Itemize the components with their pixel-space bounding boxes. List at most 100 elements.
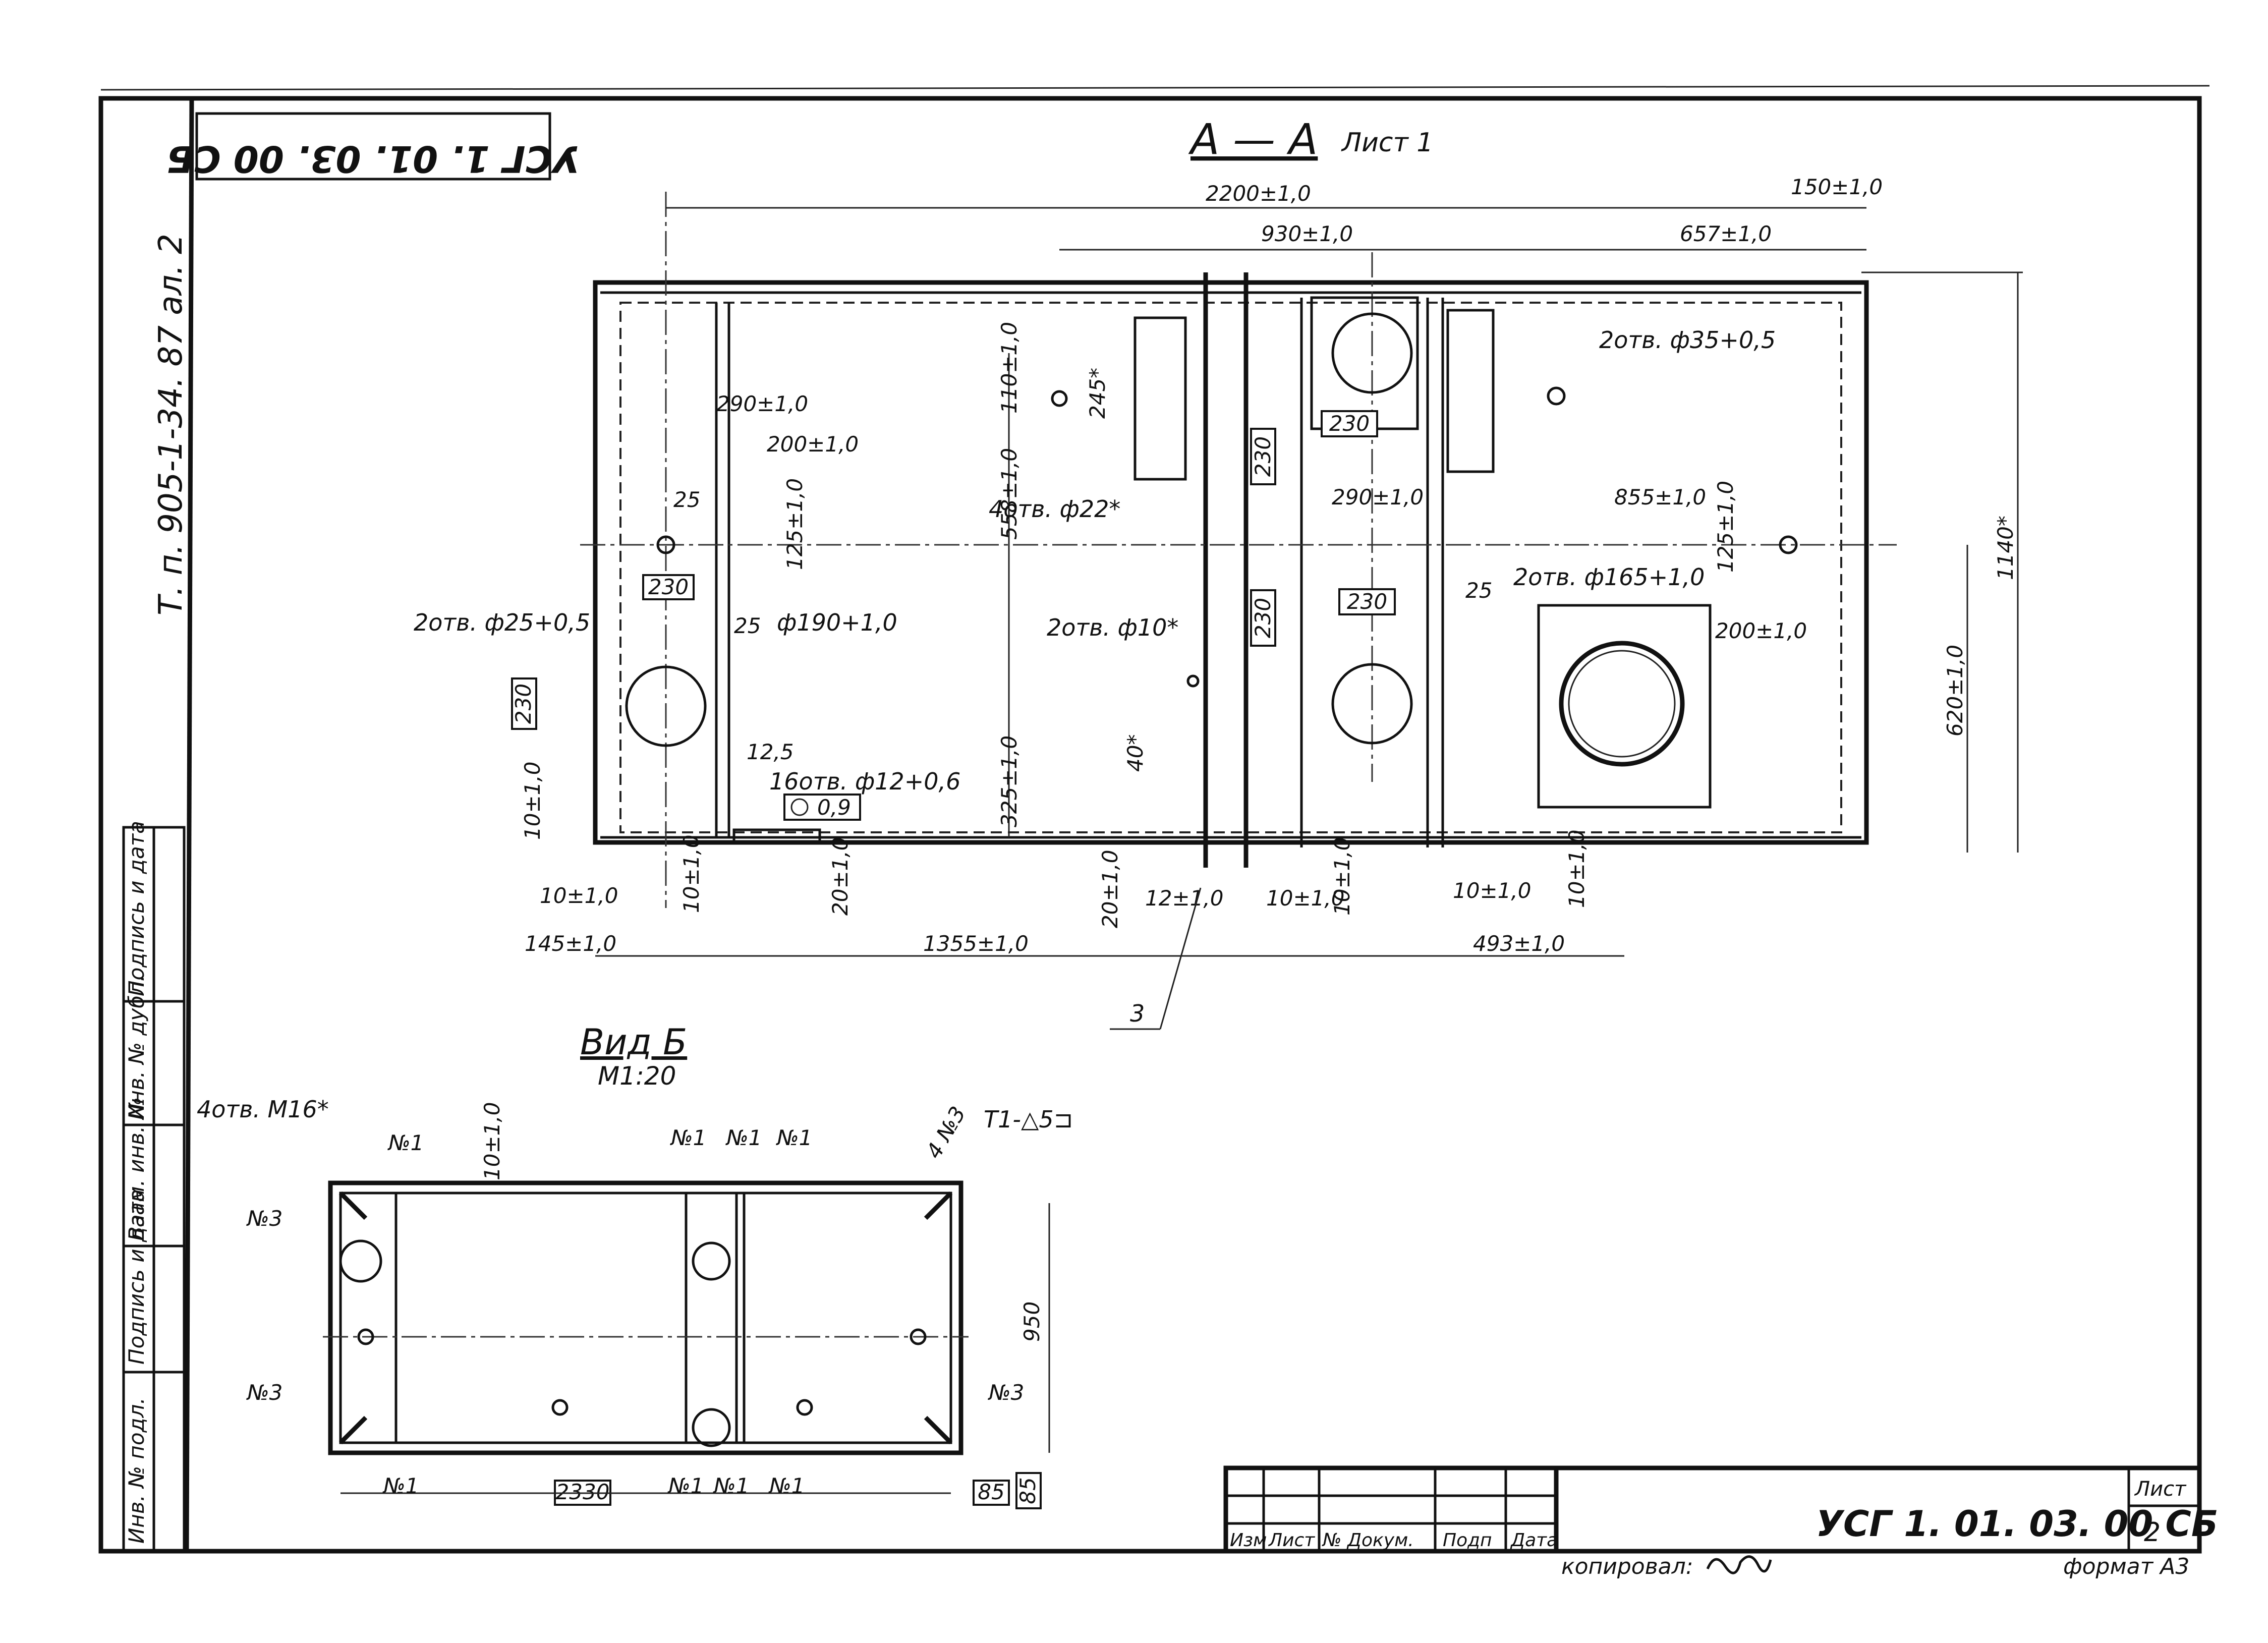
radius-25-a: 25 <box>673 487 700 512</box>
top-edge-line <box>100 85 2210 91</box>
note-m16: 4отв. М16* <box>197 1096 329 1123</box>
dim-12: 12±1,0 <box>1145 886 1223 911</box>
dim-20-a: 20±1,0 <box>828 837 853 916</box>
bracket-box-top <box>1310 296 1419 430</box>
box-230-e-text: 230 <box>1251 436 1275 477</box>
box-230-d-text: 230 <box>1347 589 1387 614</box>
box-230-c <box>1321 410 1378 437</box>
dim-110: 110±1,0 <box>997 322 1022 414</box>
dim-10-g: 10±1,0 <box>1564 830 1589 908</box>
hole-35b <box>1779 535 1798 554</box>
side-reference: Т. п. 905-1-34. 87 ал. 2 <box>152 234 190 615</box>
radius-12-5: 12,5 <box>747 740 794 764</box>
mark-n1-b: №1 <box>670 1125 706 1150</box>
strip-label-1: Инв. № подл. <box>124 1397 149 1544</box>
hole-22 <box>1051 390 1068 407</box>
radius-25-b: 25 <box>734 613 761 638</box>
callout-3: 3 <box>1130 1000 1145 1027</box>
hole-165-top <box>1331 312 1413 394</box>
section-a-a: А — А Лист 1 230 230 230 <box>414 115 2023 1030</box>
dim-20-b: 20±1,0 <box>1098 850 1122 928</box>
tb-col-podp: Подп <box>1443 1530 1492 1551</box>
strip-label-4: Инв. № дубл. <box>124 975 149 1120</box>
title-block: Изм Лист № Докум. Подп Дата УСГ 1. 01. 0… <box>1223 1465 2218 1579</box>
mark-n1-c: №1 <box>725 1125 762 1150</box>
dim-10-e: 10±1,0 <box>1330 837 1354 916</box>
hole-25-left <box>656 535 675 554</box>
box-230-b-text: 230 <box>511 684 536 724</box>
bottom-strip <box>732 828 821 844</box>
dim-10-f: 10±1,0 <box>1453 878 1531 903</box>
strip-label-3: Взам. инв. № <box>124 1097 149 1241</box>
mark-n1-f: №1 <box>667 1474 704 1498</box>
strip-label-2: Подпись и дата <box>124 1189 149 1365</box>
box-230-c-text: 230 <box>1329 411 1370 436</box>
dim-40: 40* <box>1123 734 1148 772</box>
box-230-b <box>511 677 537 730</box>
frame-inner-dashed <box>619 302 1842 833</box>
dim-145: 145±1,0 <box>525 931 616 956</box>
dim-10-c: 10±1,0 <box>679 835 704 913</box>
tb-col-doc: № Докум. <box>1322 1530 1414 1551</box>
mark-n4-n3: 4 №3 <box>921 1102 971 1163</box>
tb-col-list: Лист <box>1268 1530 1315 1551</box>
dim-290-a: 290±1,0 <box>716 391 808 416</box>
hole-190-left <box>625 665 707 747</box>
dim-493: 493±1,0 <box>1473 931 1565 956</box>
dim-245: 245* <box>1085 368 1110 419</box>
mark-n1-d: №1 <box>776 1125 812 1150</box>
dim-200-a: 200±1,0 <box>767 432 859 457</box>
dim-2200: 2200±1,0 <box>1206 181 1311 206</box>
dim-855: 855±1,0 <box>1614 485 1706 509</box>
note-d190: ф190+1,0 <box>777 609 897 636</box>
strip-label-5: Подпись и дата <box>124 821 149 996</box>
box-230-a-text: 230 <box>648 575 689 599</box>
mark-n1-g: №1 <box>713 1474 749 1498</box>
dim-125-b: 125±1,0 <box>1713 481 1738 573</box>
hole-10 <box>1186 674 1200 688</box>
dim-325: 325±1,0 <box>997 735 1022 827</box>
dim-10-b: 10±1,0 <box>540 883 618 908</box>
note-holes-165: 2отв. ф165+1,0 <box>1513 563 1705 591</box>
dim-125-a: 125±1,0 <box>782 478 807 570</box>
hole-165-right <box>1559 641 1685 767</box>
section-title: А — А <box>1188 115 1318 164</box>
dim-200-b: 200±1,0 <box>1715 618 1807 643</box>
inner-frame-left <box>184 98 194 1552</box>
dim-10-d: 10±1,0 <box>1266 886 1344 911</box>
copier-signature <box>1706 1555 1772 1574</box>
mark-n1-a: №1 <box>387 1130 424 1155</box>
mark-n1-h: №1 <box>768 1474 805 1498</box>
bracket-right <box>1446 309 1495 473</box>
box-230-f-text: 230 <box>1251 598 1275 638</box>
mark-n3-c: №3 <box>988 1380 1024 1405</box>
note-holes-25: 2отв. ф25+0,5 <box>414 609 590 636</box>
tb-col-data: Дата <box>1510 1530 1558 1551</box>
section-sheet-ref: Лист 1 <box>1341 128 1433 158</box>
outer-frame <box>98 96 2202 1554</box>
view-b-scale: М1:20 <box>598 1061 676 1091</box>
dim-10-a: 10±1,0 <box>520 762 545 840</box>
view-b-dim-950: 950 <box>1019 1301 1044 1342</box>
box-230-e <box>1250 428 1276 485</box>
view-b-dim-10: 10±1,0 <box>480 1102 504 1180</box>
tb-designation: УСГ 1. 01. 03. 00 СБ <box>1816 1503 2218 1545</box>
note-holes-12: 16отв. ф12+0,6 <box>769 768 960 795</box>
view-b: Вид Б М1:20 4отв. М16* Т1-△5⊐ 10±1,0 950… <box>197 1022 1073 1509</box>
dim-930: 930±1,0 <box>1261 221 1353 246</box>
view-b-dim-2330: 2330 <box>556 1480 610 1504</box>
rotated-stamp-text: УСГ 1. 01. 03. 00 СБ <box>166 138 580 180</box>
view-b-dim-85-a: 85 <box>978 1480 1004 1504</box>
note-holes-22: 4отв. ф22* <box>989 495 1120 523</box>
note-holes-35: 2отв. ф35+0,5 <box>1599 326 1776 354</box>
dim-150: 150±1,0 <box>1791 175 1883 199</box>
flange-plate <box>1537 604 1712 809</box>
mark-n3-a: №3 <box>246 1206 282 1231</box>
note-holes-10: 2отв. ф10* <box>1047 614 1178 641</box>
view-b-title: Вид Б <box>580 1022 687 1063</box>
dim-1355: 1355±1,0 <box>923 931 1029 956</box>
flatness-value: 0,9 <box>817 795 851 820</box>
weld-symbol: Т1-△5⊐ <box>984 1106 1073 1133</box>
radius-25-c: 25 <box>1465 578 1492 603</box>
